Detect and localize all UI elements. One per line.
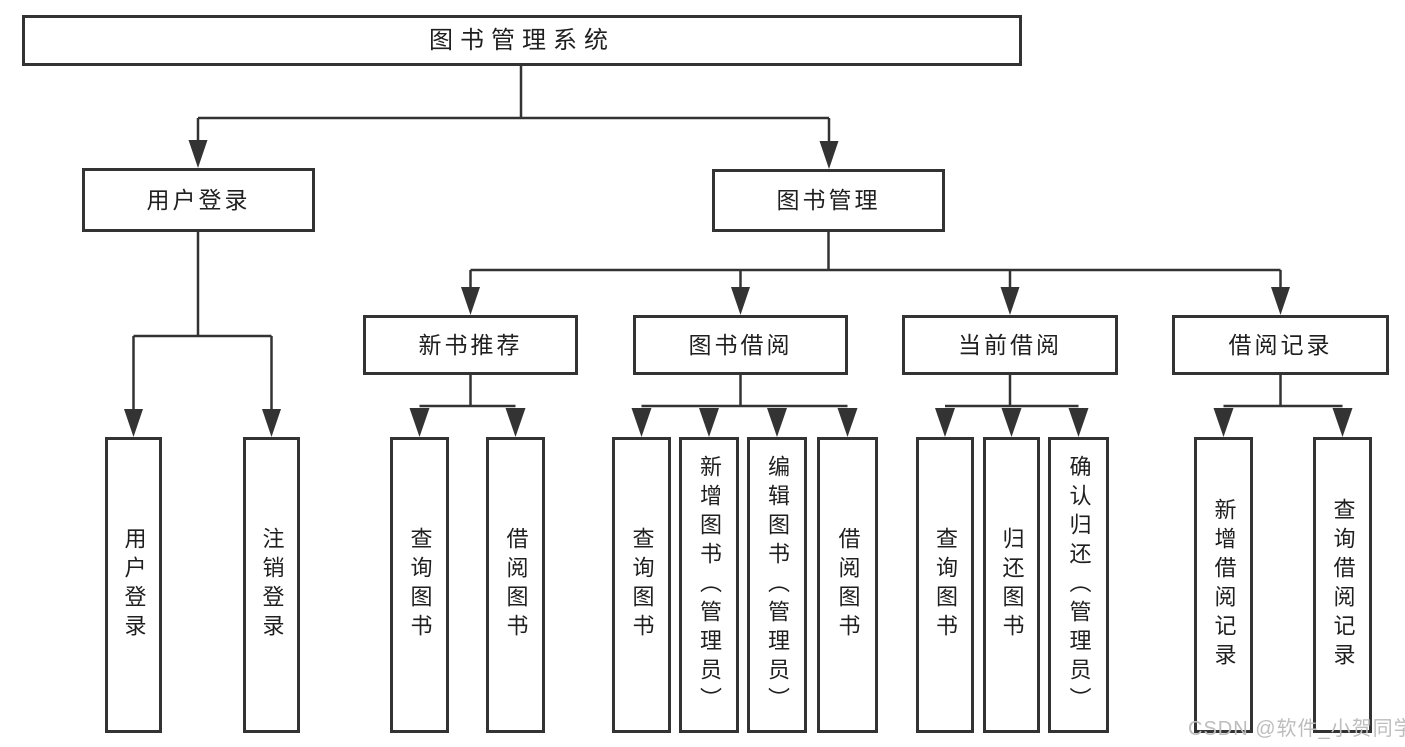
leaf-logout: 注销登录 [243,437,300,733]
leaf-current-confirm-return-admin-label: 确认归还（管理员） [1066,454,1092,716]
csdn-watermark: CSDN @软件_小贺同学 [1188,718,1405,740]
node-book-borrowing: 图书借阅 [633,315,848,375]
leaf-borrowing-query-books: 查询图书 [612,437,671,733]
leaf-borrowing-borrow-books: 借阅图书 [817,437,878,733]
node-user-login: 用户登录 [82,168,315,232]
leaf-borrowing-add-books-admin-label: 新增图书（管理员） [697,454,722,716]
leaf-newbooks-borrow-books: 借阅图书 [486,437,545,733]
leaf-user-login-label: 用户登录 [121,527,147,643]
leaf-current-return-books-label: 归还图书 [999,527,1025,643]
node-root-label: 图书管理系统 [429,26,615,54]
node-new-book-recommend: 新书推荐 [363,315,578,375]
leaf-newbooks-query-books-label: 查询图书 [407,527,433,643]
leaf-borrowing-query-books-label: 查询图书 [629,527,655,643]
leaf-current-return-books: 归还图书 [983,437,1040,733]
leaf-newbooks-query-books: 查询图书 [390,437,449,733]
leaf-borrowing-edit-books-admin: 编辑图书（管理员） [747,437,807,733]
leaf-records-add-record-label: 新增借阅记录 [1211,498,1237,672]
node-book-management-label: 图书管理 [776,187,881,213]
leaf-current-confirm-return-admin: 确认归还（管理员） [1048,437,1109,733]
node-borrow-records: 借阅记录 [1172,315,1389,375]
leaf-records-query-record-label: 查询借阅记录 [1330,498,1356,672]
leaf-user-login: 用户登录 [105,437,162,733]
leaf-borrowing-borrow-books-label: 借阅图书 [835,527,861,643]
leaf-current-query-books-label: 查询图书 [933,527,958,643]
leaf-logout-label: 注销登录 [259,527,285,643]
leaf-current-query-books: 查询图书 [916,437,974,733]
leaf-records-query-record: 查询借阅记录 [1313,437,1372,733]
leaf-records-add-record: 新增借阅记录 [1194,437,1253,733]
leaf-borrowing-add-books-admin: 新增图书（管理员） [679,437,739,733]
leaf-borrowing-edit-books-admin-label: 编辑图书（管理员） [765,454,790,716]
node-current-borrowing-label: 当前借阅 [958,331,1062,358]
node-new-book-recommend-label: 新书推荐 [418,331,523,358]
node-book-management: 图书管理 [712,169,945,232]
node-root: 图书管理系统 [22,15,1022,66]
node-borrow-records-label: 借阅记录 [1228,331,1333,358]
node-user-login-label: 用户登录 [146,186,251,213]
leaf-newbooks-borrow-books-label: 借阅图书 [503,527,529,643]
node-book-borrowing-label: 图书借阅 [688,331,793,358]
node-current-borrowing: 当前借阅 [902,315,1118,375]
